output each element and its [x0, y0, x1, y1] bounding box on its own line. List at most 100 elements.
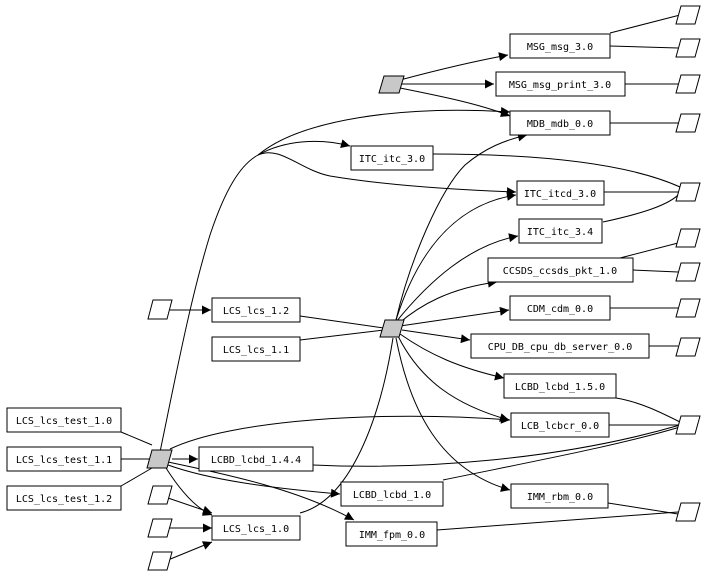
source-node: [147, 485, 173, 505]
edge-itc34-out: [602, 192, 681, 223]
edge-ccsds-out1: [619, 242, 679, 259]
edge-lcs11-center: [299, 329, 385, 341]
node-lcs-11: LCS_lcs_1.1: [211, 336, 301, 362]
edge-center-cpu: [401, 329, 471, 344]
node-label: MSG_msg_print_3.0: [509, 80, 611, 91]
terminal-node: [675, 74, 701, 94]
node-itc-30: ITC_itc_3.0: [350, 145, 434, 171]
node-label: ITC_itc_3.0: [359, 154, 425, 165]
edge-test10-lefthub: [120, 431, 153, 446]
node-label: LCS_lcs_test_1.0: [16, 416, 112, 427]
terminal-node: [675, 38, 701, 58]
node-label: LCS_lcs_test_1.1: [16, 455, 112, 466]
edge-lefthub-immfpm: [167, 461, 355, 521]
edge-ccsds-out2: [632, 269, 679, 273]
edge-immfpm-out: [436, 511, 679, 531]
node-label: CPU_DB_cpu_db_server_0.0: [488, 342, 633, 353]
node-label: LCBD_lcbd_1.0: [353, 490, 431, 501]
edge-center-immrbm: [395, 337, 511, 492]
edge-center-itcd: [395, 191, 517, 321]
node-lcs-10: LCS_lcs_1.0: [211, 515, 301, 541]
center-hub-node: [379, 319, 405, 338]
edge-up-itcd: [257, 152, 517, 197]
node-lcbd-150: LCBD_lcbd_1.5.0: [503, 373, 617, 399]
node-label: LCS_lcs_test_1.2: [16, 494, 112, 505]
node-itc-34: ITC_itc_3.4: [518, 218, 603, 244]
node-lcs-test-11: LCS_lcs_test_1.1: [6, 446, 122, 472]
node-msg-msg: MSG_msg_3.0: [509, 33, 611, 59]
box-nodes: MSG_msg_3.0 MSG_msg_print_3.0 MDB_mdb_0.…: [6, 33, 650, 547]
node-lcbcr: LCB_lcbcr_0.0: [510, 412, 610, 438]
node-label: IMM_rbm_0.0: [527, 492, 593, 503]
node-label: MSG_msg_3.0: [527, 42, 593, 53]
edge-lefthub-up: [159, 154, 259, 453]
edge-center-itc34: [395, 233, 519, 323]
node-lcs-test-10: LCS_lcs_test_1.0: [6, 407, 122, 433]
terminal-node: [675, 337, 701, 357]
node-cpu-db: CPU_DB_cpu_db_server_0.0: [470, 333, 650, 359]
edges: [120, 14, 681, 561]
terminal-node: [675, 298, 701, 318]
edge-lcs10-center: [299, 337, 394, 514]
edge-lcbd150-out: [615, 397, 681, 423]
node-imm-rbm: IMM_rbm_0.0: [510, 483, 609, 509]
source-node: [147, 518, 173, 538]
node-lcbd-10: LCBD_lcbd_1.0: [340, 481, 444, 507]
node-msg-print: MSG_msg_print_3.0: [495, 71, 626, 97]
node-label: LCS_lcs_1.1: [223, 345, 289, 356]
node-label: MDB_mdb_0.0: [527, 119, 593, 130]
node-label: LCS_lcs_1.0: [223, 524, 289, 535]
top-hub-node: [378, 75, 405, 94]
edge-center-lcbd150: [399, 333, 505, 381]
terminal-node: [675, 502, 701, 522]
edge-lcbd144-out: [312, 424, 681, 467]
edge-itc30-out: [432, 153, 681, 188]
edge-lefthub-lcbcr: [169, 414, 511, 450]
edge-up-itc30: [257, 139, 351, 156]
edge-msg-out1: [609, 14, 681, 34]
node-mdb: MDB_mdb_0.0: [509, 110, 611, 136]
node-cdm: CDM_cdm_0.0: [509, 295, 611, 321]
edge-lcs12-center: [299, 315, 385, 329]
edge-immrbm-out: [607, 502, 679, 515]
edge-para1-lcs10: [167, 497, 213, 515]
terminal-node: [675, 262, 701, 282]
node-label: LCBD_lcbd_1.4.4: [211, 455, 301, 466]
edge-center-ccsds: [397, 278, 498, 325]
terminal-node: [675, 182, 701, 202]
edge-up-mdb: [257, 106, 511, 156]
left-hub-node: [146, 449, 173, 469]
node-label: CCSDS_ccsds_pkt_1.0: [503, 266, 617, 277]
terminal-node: [675, 228, 701, 248]
edge-center-cdm: [399, 306, 510, 327]
node-label: ITC_itc_3.4: [527, 227, 593, 238]
edge-test12-lefthub: [120, 467, 153, 487]
node-lcs-test-12: LCS_lcs_test_1.2: [6, 485, 122, 511]
node-label: LCB_lcbcr_0.0: [521, 421, 599, 432]
edge-lcbd10-out: [442, 426, 681, 481]
terminal-nodes: [147, 5, 701, 571]
hub-nodes: [146, 75, 405, 469]
edge-para3-lcs10: [167, 541, 213, 561]
edge-tophub-mdb: [399, 87, 511, 117]
node-label: IMM_fpm_0.0: [359, 530, 425, 541]
node-label: LCBD_lcbd_1.5.0: [515, 382, 605, 393]
node-label: LCS_lcs_1.2: [223, 306, 289, 317]
edge-center-lcbcr: [397, 335, 510, 422]
edge-msg-out2: [609, 45, 679, 49]
node-label: ITC_itcd_3.0: [524, 189, 596, 200]
edge-center-mdb: [395, 132, 528, 321]
node-imm-fpm: IMM_fpm_0.0: [345, 521, 438, 547]
source-node: [147, 299, 173, 320]
edge-lefthub-lcbd10: [167, 464, 341, 498]
edge-tophub-msg: [399, 52, 509, 81]
terminal-node: [675, 5, 701, 25]
terminal-node: [675, 415, 701, 435]
node-itcd: ITC_itcd_3.0: [516, 180, 605, 206]
node-ccsds: CCSDS_ccsds_pkt_1.0: [487, 257, 634, 283]
terminal-node: [675, 113, 701, 133]
node-lcs-12: LCS_lcs_1.2: [211, 297, 301, 323]
node-lcbd-144: LCBD_lcbd_1.4.4: [198, 446, 314, 472]
node-label: CDM_cdm_0.0: [527, 304, 593, 315]
